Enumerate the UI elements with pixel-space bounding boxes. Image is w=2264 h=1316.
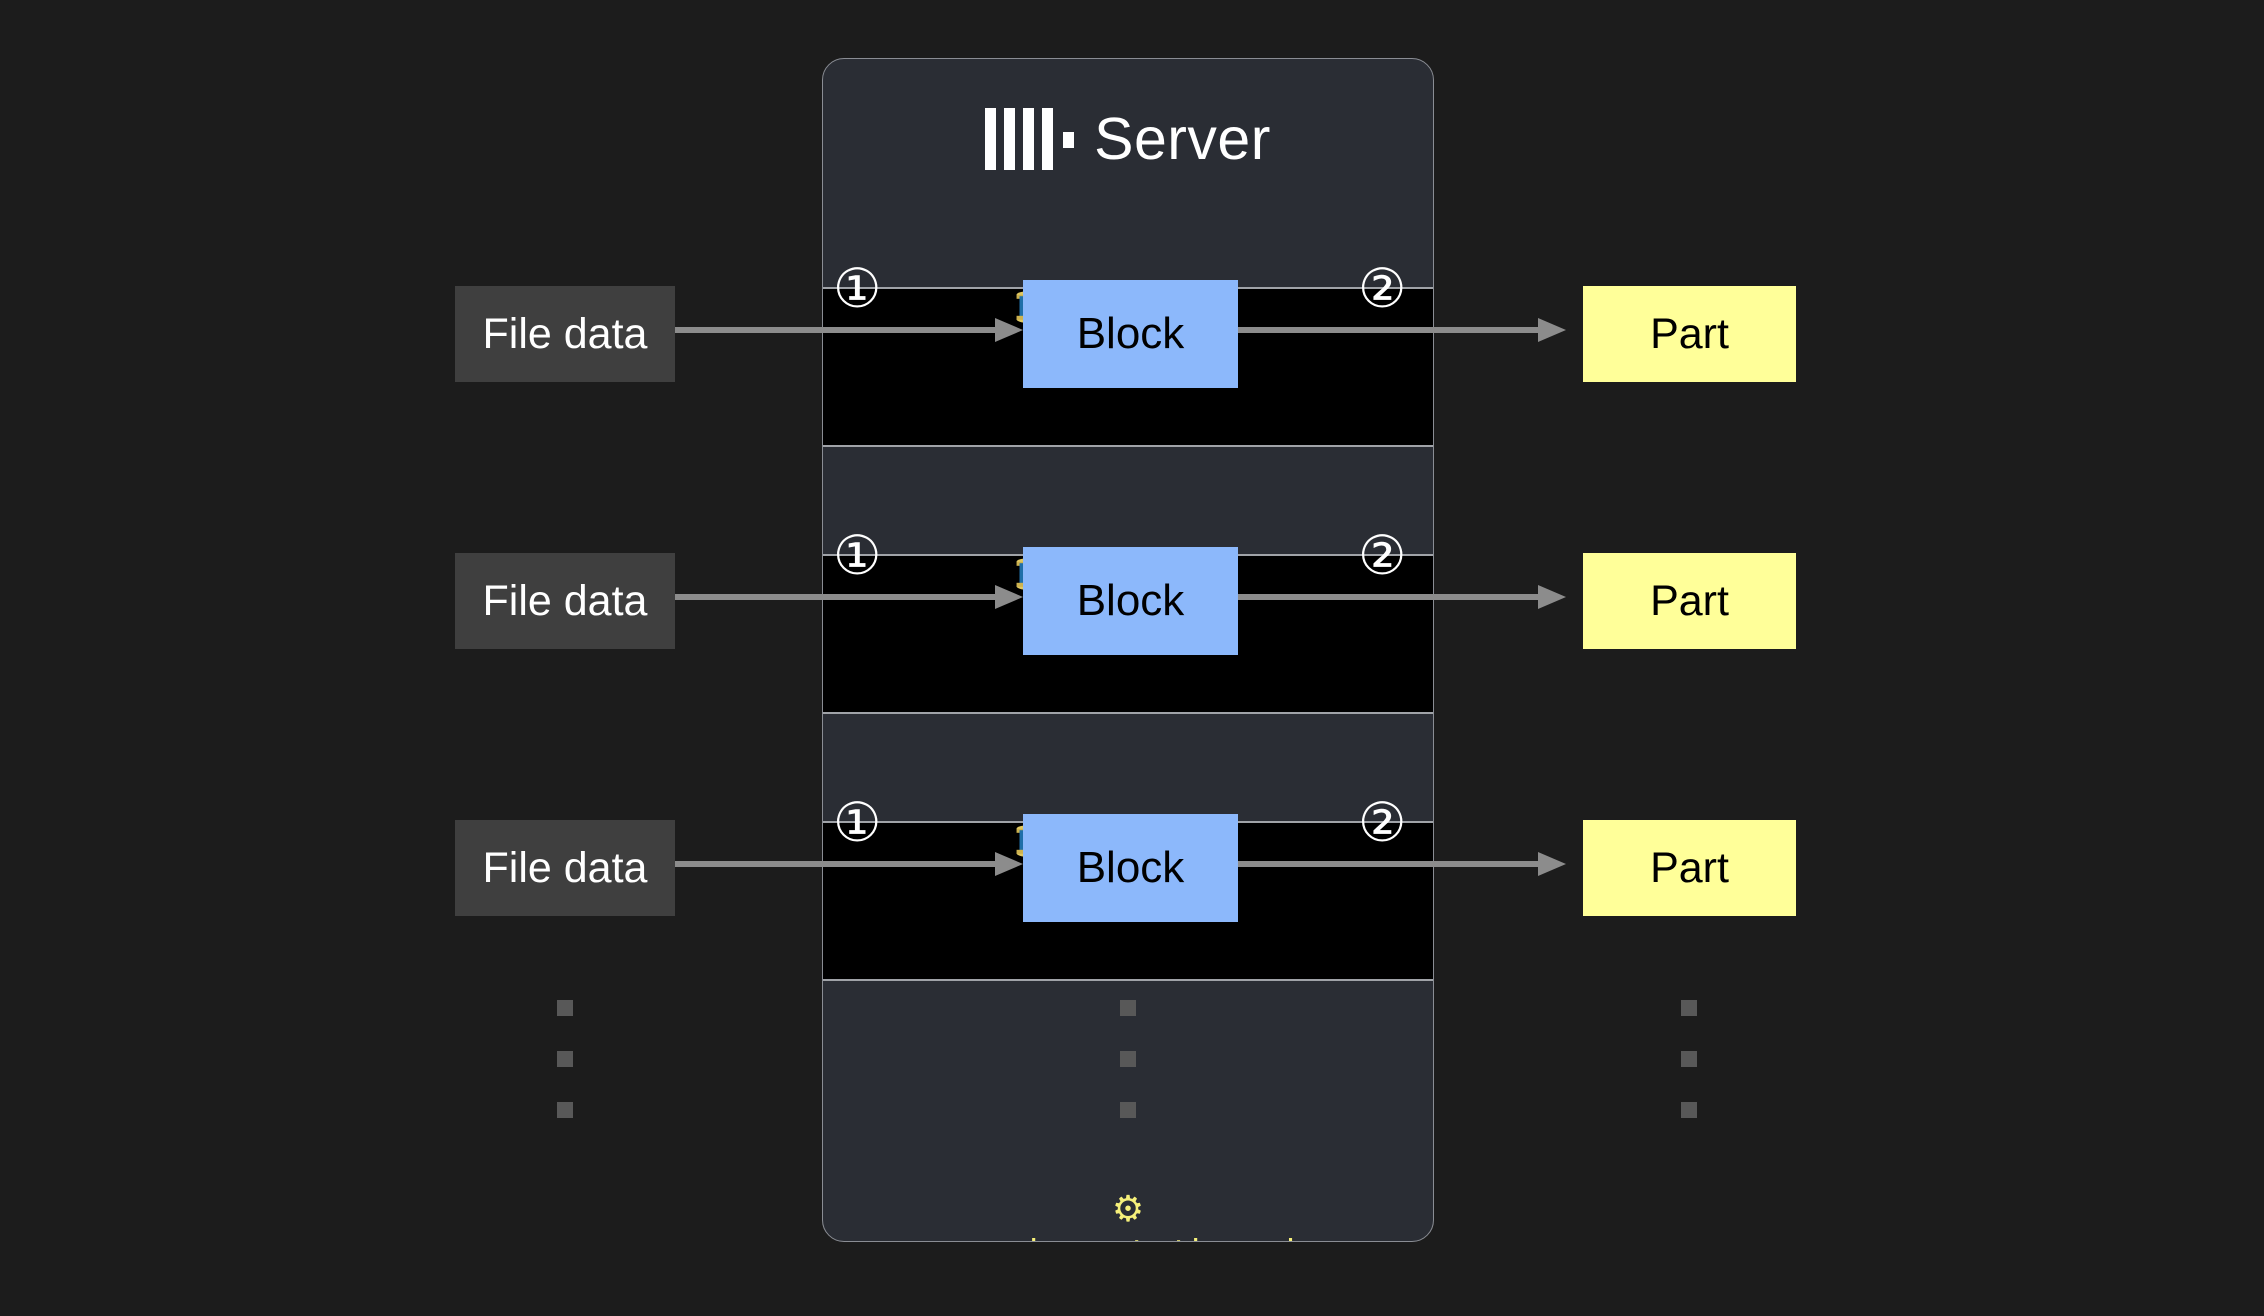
file-data-label: File data: [482, 843, 648, 892]
block-label: Block: [1076, 576, 1185, 625]
block-label: Block: [1076, 843, 1185, 892]
vertical-ellipsis-icon: [1120, 1000, 1136, 1118]
server-header: Server: [823, 59, 1433, 219]
arrow-out-container: [1238, 318, 1568, 347]
part-label: Part: [1650, 576, 1729, 625]
arrow-right-icon: [675, 318, 1023, 342]
step-marker-2: ②: [1358, 259, 1407, 319]
file-data-label: File data: [482, 309, 648, 358]
setting-name: max_insert_threads: [939, 1233, 1316, 1241]
arrow-right-icon: [1238, 585, 1566, 609]
part-box: Part: [1583, 286, 1796, 382]
arrow-out-container: [1238, 585, 1568, 614]
step-marker-1: ①: [833, 259, 882, 319]
gear-icon: ⚙: [1111, 1188, 1145, 1229]
step-marker-2: ②: [1358, 793, 1407, 853]
part-box: Part: [1583, 820, 1796, 916]
arrow-right-icon: [1238, 852, 1566, 876]
file-data-box: File data: [455, 286, 675, 382]
server-title: Server: [1094, 105, 1271, 172]
arrow-right-icon: [675, 585, 1023, 609]
step-marker-2: ②: [1358, 526, 1407, 586]
part-box: Part: [1583, 553, 1796, 649]
file-data-label: File data: [482, 576, 648, 625]
block-label: Block: [1076, 309, 1185, 358]
file-data-box: File data: [455, 553, 675, 649]
part-label: Part: [1650, 843, 1729, 892]
part-label: Part: [1650, 309, 1729, 358]
vertical-ellipsis-icon: [1681, 1000, 1697, 1118]
step-marker-1: ①: [833, 526, 882, 586]
block-box: Block: [1023, 280, 1238, 388]
arrow-right-icon: [1238, 318, 1566, 342]
step-marker-1: ①: [833, 793, 882, 853]
vertical-ellipsis-icon: [557, 1000, 573, 1118]
file-data-box: File data: [455, 820, 675, 916]
block-box: Block: [1023, 814, 1238, 922]
clickhouse-logo-icon: [985, 108, 1075, 170]
setting-block: ⚙ max_insert_threads: [823, 1191, 1433, 1242]
block-box: Block: [1023, 547, 1238, 655]
arrow-out-container: [1238, 852, 1568, 881]
arrow-right-icon: [675, 852, 1023, 876]
